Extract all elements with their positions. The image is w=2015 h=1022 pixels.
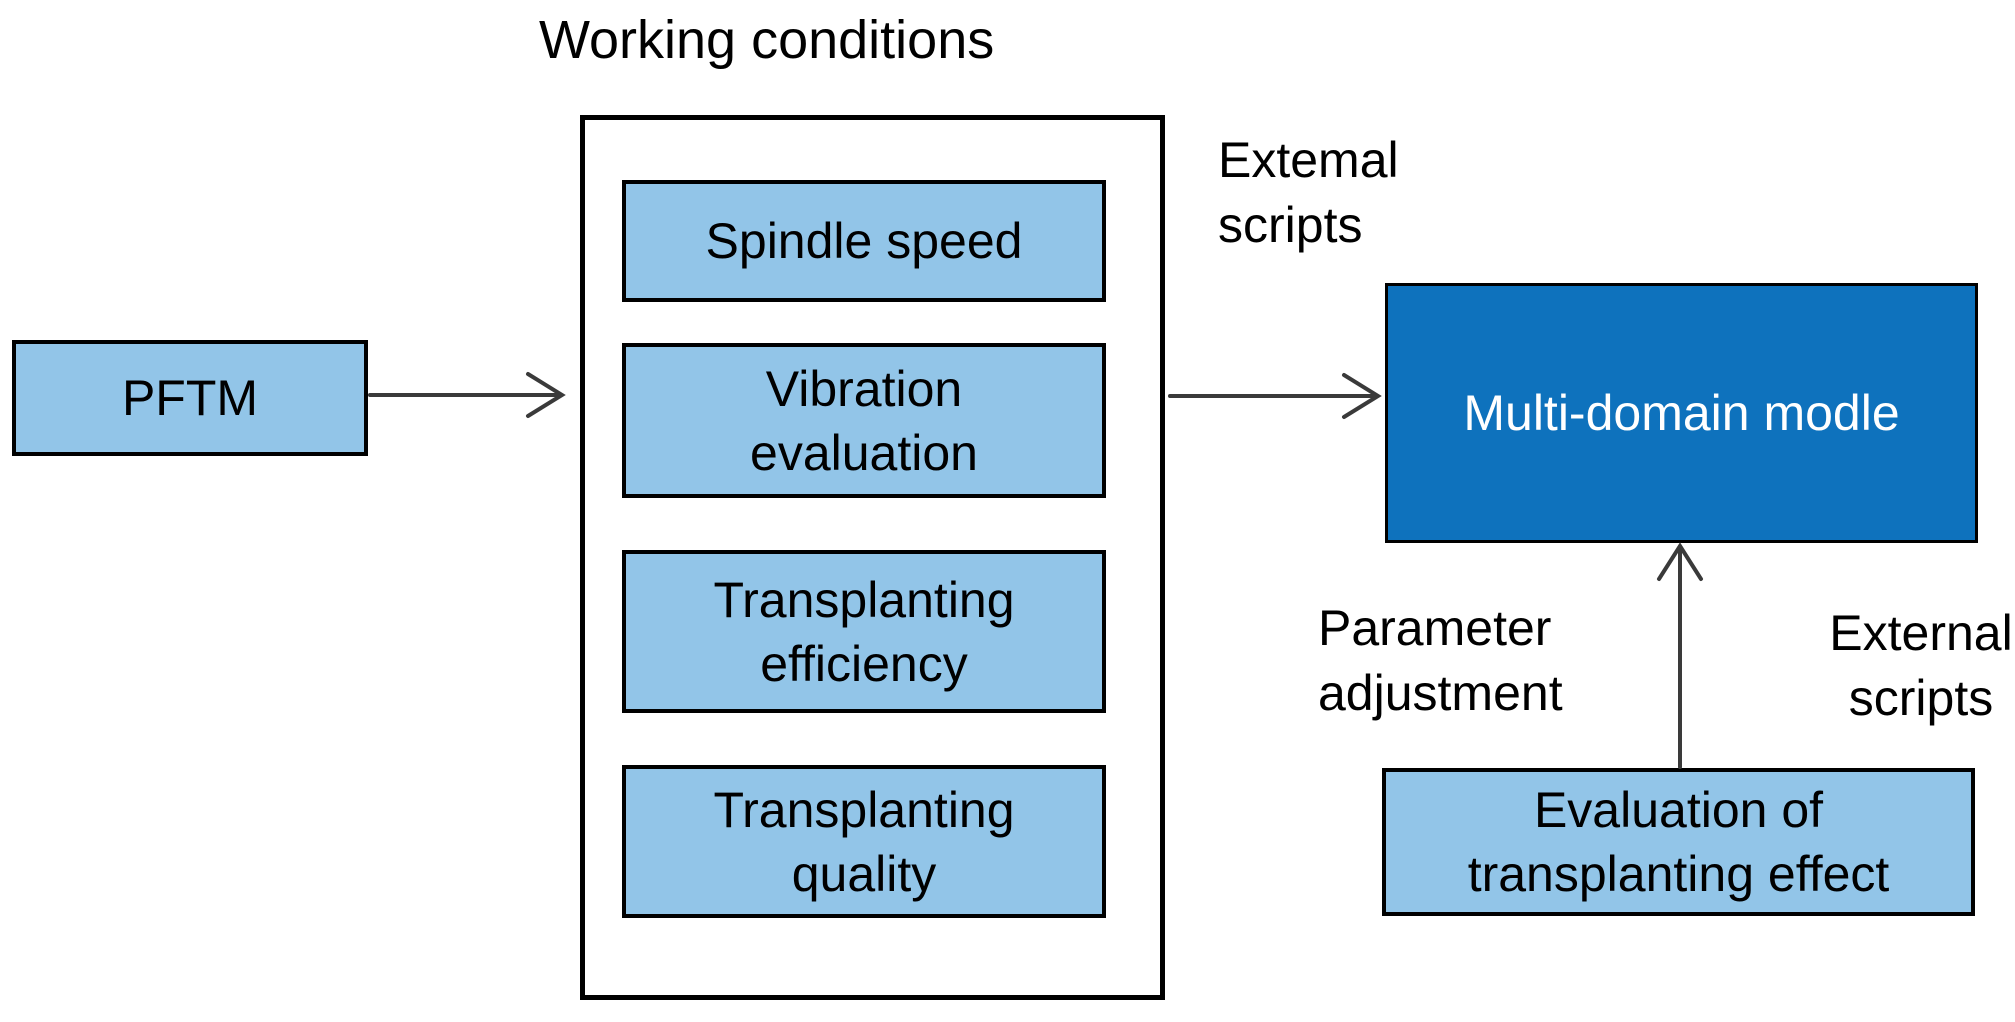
node-spindle-speed-label: Spindle speed bbox=[705, 213, 1023, 269]
node-multi-domain-model: Multi-domain modle bbox=[1385, 283, 1978, 543]
node-transplanting-quality: Transplanting quality bbox=[622, 765, 1106, 918]
node-transplanting-efficiency: Transplanting efficiency bbox=[622, 550, 1106, 713]
node-evaluation-transplanting-effect: Evaluation of transplanting effect bbox=[1382, 768, 1975, 916]
node-multi-domain-model-label: Multi-domain modle bbox=[1463, 385, 1900, 441]
node-pftm: PFTM bbox=[12, 340, 368, 456]
arrow-pftm-to-working-conditions bbox=[368, 372, 566, 418]
arrow-working-conditions-to-model bbox=[1168, 373, 1382, 419]
node-spindle-speed: Spindle speed bbox=[622, 180, 1106, 302]
node-vibration-evaluation-label: Vibration evaluation bbox=[750, 360, 978, 481]
node-vibration-evaluation: Vibration evaluation bbox=[622, 343, 1106, 498]
node-transplanting-quality-label: Transplanting quality bbox=[713, 781, 1015, 902]
arrow-evaluation-to-model bbox=[1657, 542, 1703, 769]
annotation-external-scripts-right: External scripts bbox=[1829, 605, 2013, 726]
working-conditions-title: Working conditions bbox=[539, 10, 995, 70]
node-pftm-label: PFTM bbox=[121, 370, 259, 426]
annotation-external-scripts-top: Extemal scripts bbox=[1218, 132, 1399, 253]
node-transplanting-efficiency-label: Transplanting efficiency bbox=[713, 571, 1015, 692]
node-evaluation-transplanting-effect-label: Evaluation of transplanting effect bbox=[1467, 782, 1890, 902]
working-conditions-container: Spindle speed Vibration evaluation Trans… bbox=[580, 115, 1165, 1000]
annotation-parameter-adjustment: Parameter adjustment bbox=[1318, 600, 1563, 721]
